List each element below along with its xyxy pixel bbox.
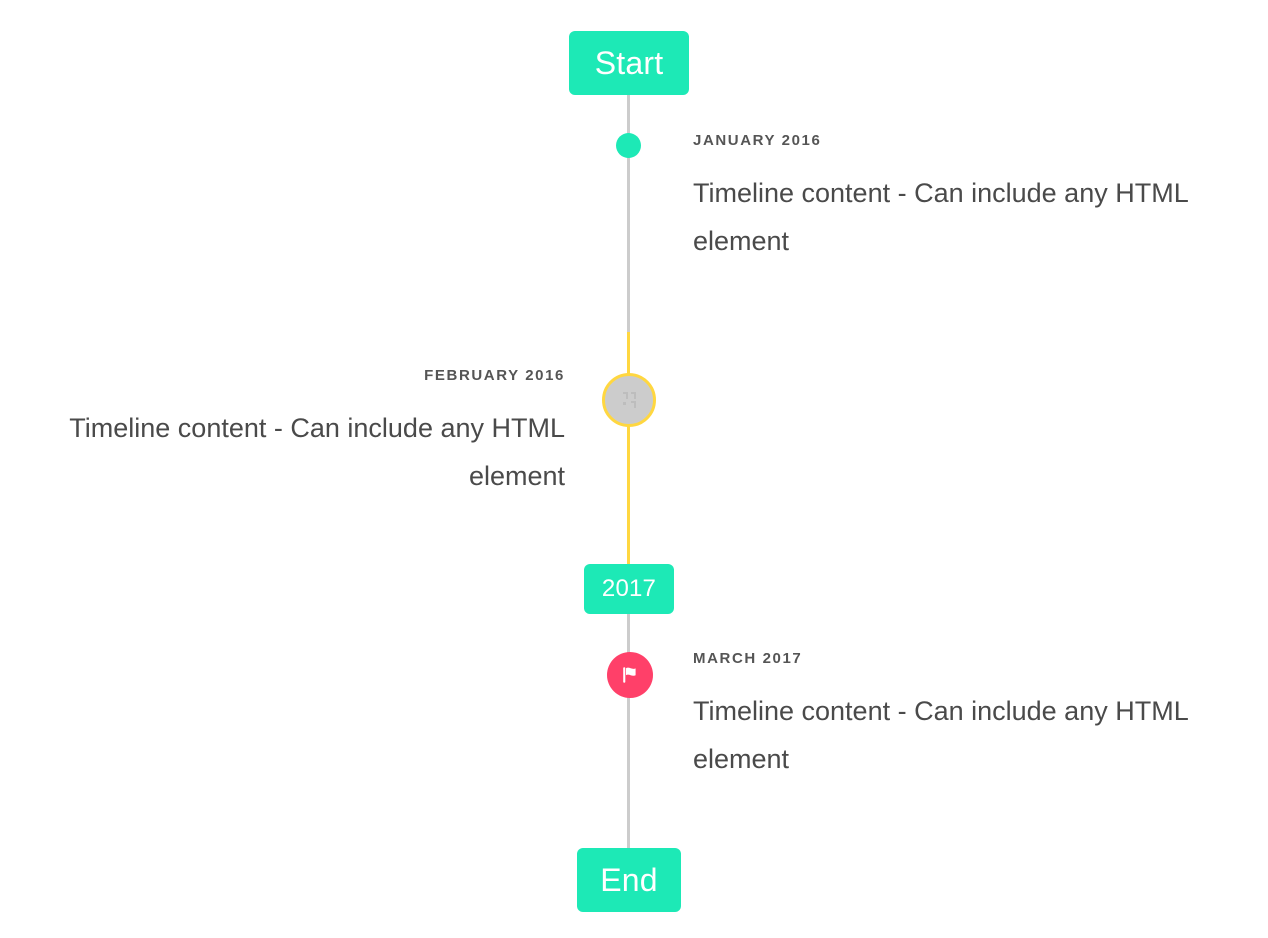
timeline-start-badge[interactable]: Start [569,31,689,95]
timeline-entry-january: JANUARY 2016 Timeline content - Can incl… [693,131,1223,265]
timeline-marker-february[interactable] [602,373,656,427]
timeline-entry-body: Timeline content - Can include any HTML … [69,412,565,491]
flag-icon [623,667,636,683]
timeline-marker-january[interactable] [616,133,641,158]
timeline-rail-segment-gray-top [627,88,630,334]
timeline-entry-body: Timeline content - Can include any HTML … [693,695,1188,774]
timeline-entry-date: JANUARY 2016 [693,132,822,149]
timeline-entry-body: Timeline content - Can include any HTML … [693,177,1188,256]
missing-glyph-icon [622,392,636,408]
timeline-entry-date: FEBRUARY 2016 [424,367,565,384]
timeline-marker-march[interactable] [607,652,653,698]
timeline-rail-segment-gray-bottom [627,610,630,852]
timeline-year-divider[interactable]: 2017 [584,564,674,614]
timeline-entry-date: MARCH 2017 [693,650,803,667]
timeline-end-badge[interactable]: End [577,848,681,912]
timeline-entry-march: MARCH 2017 Timeline content - Can includ… [693,649,1223,783]
timeline-entry-february: FEBRUARY 2016 Timeline content - Can inc… [41,366,565,500]
timeline-rail-segment-yellow [627,332,630,566]
